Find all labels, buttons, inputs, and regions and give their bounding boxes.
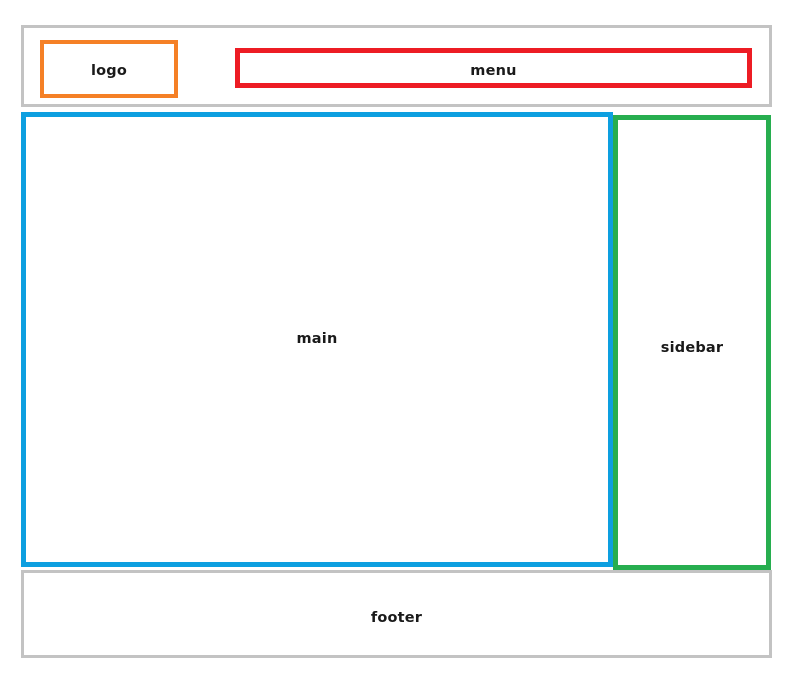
menu-label: menu	[470, 63, 517, 79]
logo-region: logo	[40, 40, 178, 98]
footer-label: footer	[370, 610, 423, 626]
sidebar-label: sidebar	[660, 340, 724, 356]
header-region: logo menu	[21, 25, 772, 107]
footer-region: footer	[21, 570, 772, 658]
sidebar-region: sidebar	[613, 115, 771, 570]
menu-region: menu	[235, 48, 752, 88]
logo-label: logo	[90, 63, 128, 79]
main-label: main	[296, 331, 338, 347]
main-region: main	[21, 112, 613, 567]
